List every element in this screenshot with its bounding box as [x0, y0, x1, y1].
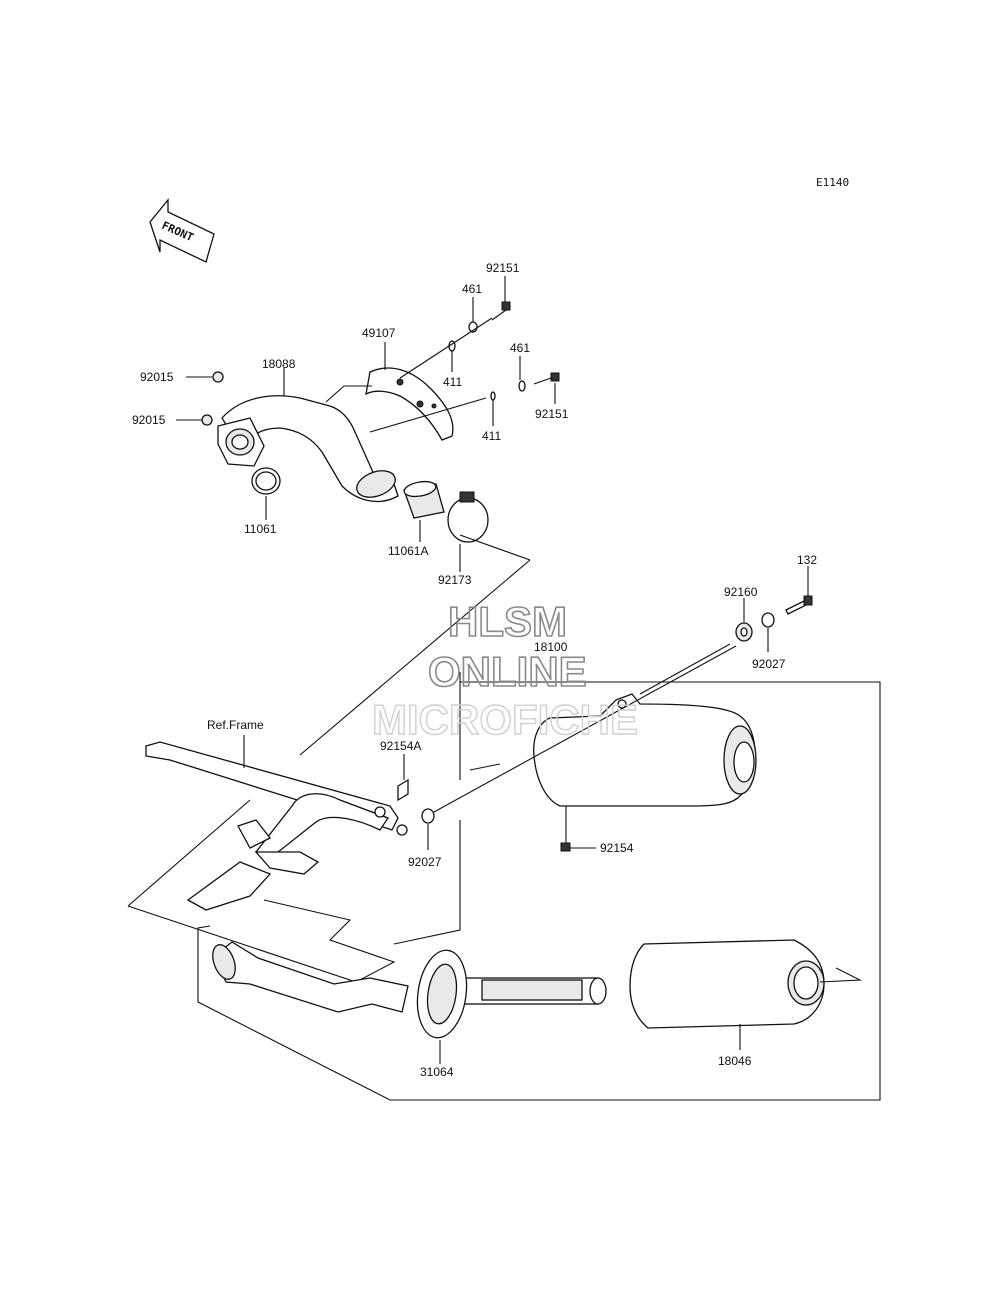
label-92015-a: 92015 — [140, 370, 174, 384]
label-132: 132 — [797, 553, 817, 567]
label-11061: 11061 — [244, 522, 277, 536]
watermark-line2: ONLINE — [428, 648, 587, 695]
part-labels: 92151 461 49107 411 461 18088 92015 9201… — [132, 261, 817, 1079]
gasket-11061A — [403, 480, 445, 519]
diagram-code: E1140 — [816, 176, 849, 189]
label-92154A: 92154A — [380, 739, 421, 753]
label-461-top: 461 — [462, 282, 482, 296]
label-11061A: 11061A — [388, 544, 428, 558]
label-92027-right: 92027 — [752, 657, 786, 671]
bolt-92154A — [397, 754, 409, 802]
label-49107: 49107 — [362, 326, 396, 340]
label-92027-middle: 92027 — [408, 855, 442, 869]
header-pipe-18088 — [217, 395, 399, 503]
label-461-mid: 461 — [510, 341, 530, 355]
watermark-line1: HLSM — [448, 598, 567, 645]
watermark-line3: MICROFICHE — [372, 696, 638, 743]
label-ref-frame: Ref.Frame — [207, 718, 264, 732]
washer-92015-a — [212, 371, 224, 383]
front-arrow-icon: FRONT — [149, 198, 215, 263]
collar-461-mid — [518, 380, 526, 392]
label-18100: 18100 — [534, 640, 568, 654]
label-92151-mid: 92151 — [535, 407, 569, 421]
collar-92027-right — [761, 612, 775, 652]
muffler-18100 — [533, 643, 757, 852]
label-31064: 31064 — [420, 1065, 454, 1079]
clamp-92173 — [447, 491, 489, 543]
washer-92015-b — [201, 414, 213, 426]
watermark: HLSM ONLINE MICROFICHE — [371, 597, 638, 744]
label-18046: 18046 — [718, 1054, 752, 1068]
end-cap-18046 — [629, 939, 863, 1050]
label-92173: 92173 — [438, 573, 472, 587]
collar-92027-middle — [421, 645, 737, 850]
bolt-92151-mid — [533, 372, 560, 385]
leader-lines-top — [176, 276, 556, 572]
grommet-92160 — [735, 598, 753, 642]
label-411-top: 411 — [443, 375, 462, 389]
label-92015-b: 92015 — [132, 413, 166, 427]
label-92154: 92154 — [600, 841, 634, 855]
screen-31064 — [416, 949, 468, 1064]
label-92160: 92160 — [724, 585, 758, 599]
bolt-92151-top — [491, 301, 511, 321]
label-92151-top: 92151 — [486, 261, 520, 275]
washer-411-mid — [490, 391, 496, 401]
label-18088: 18088 — [262, 357, 296, 371]
assembly-boundary-lines — [127, 534, 881, 1101]
frame-reference — [145, 735, 408, 911]
label-411-mid: 411 — [482, 429, 501, 443]
bolt-132 — [785, 566, 813, 615]
heat-guard-49107 — [365, 367, 454, 441]
